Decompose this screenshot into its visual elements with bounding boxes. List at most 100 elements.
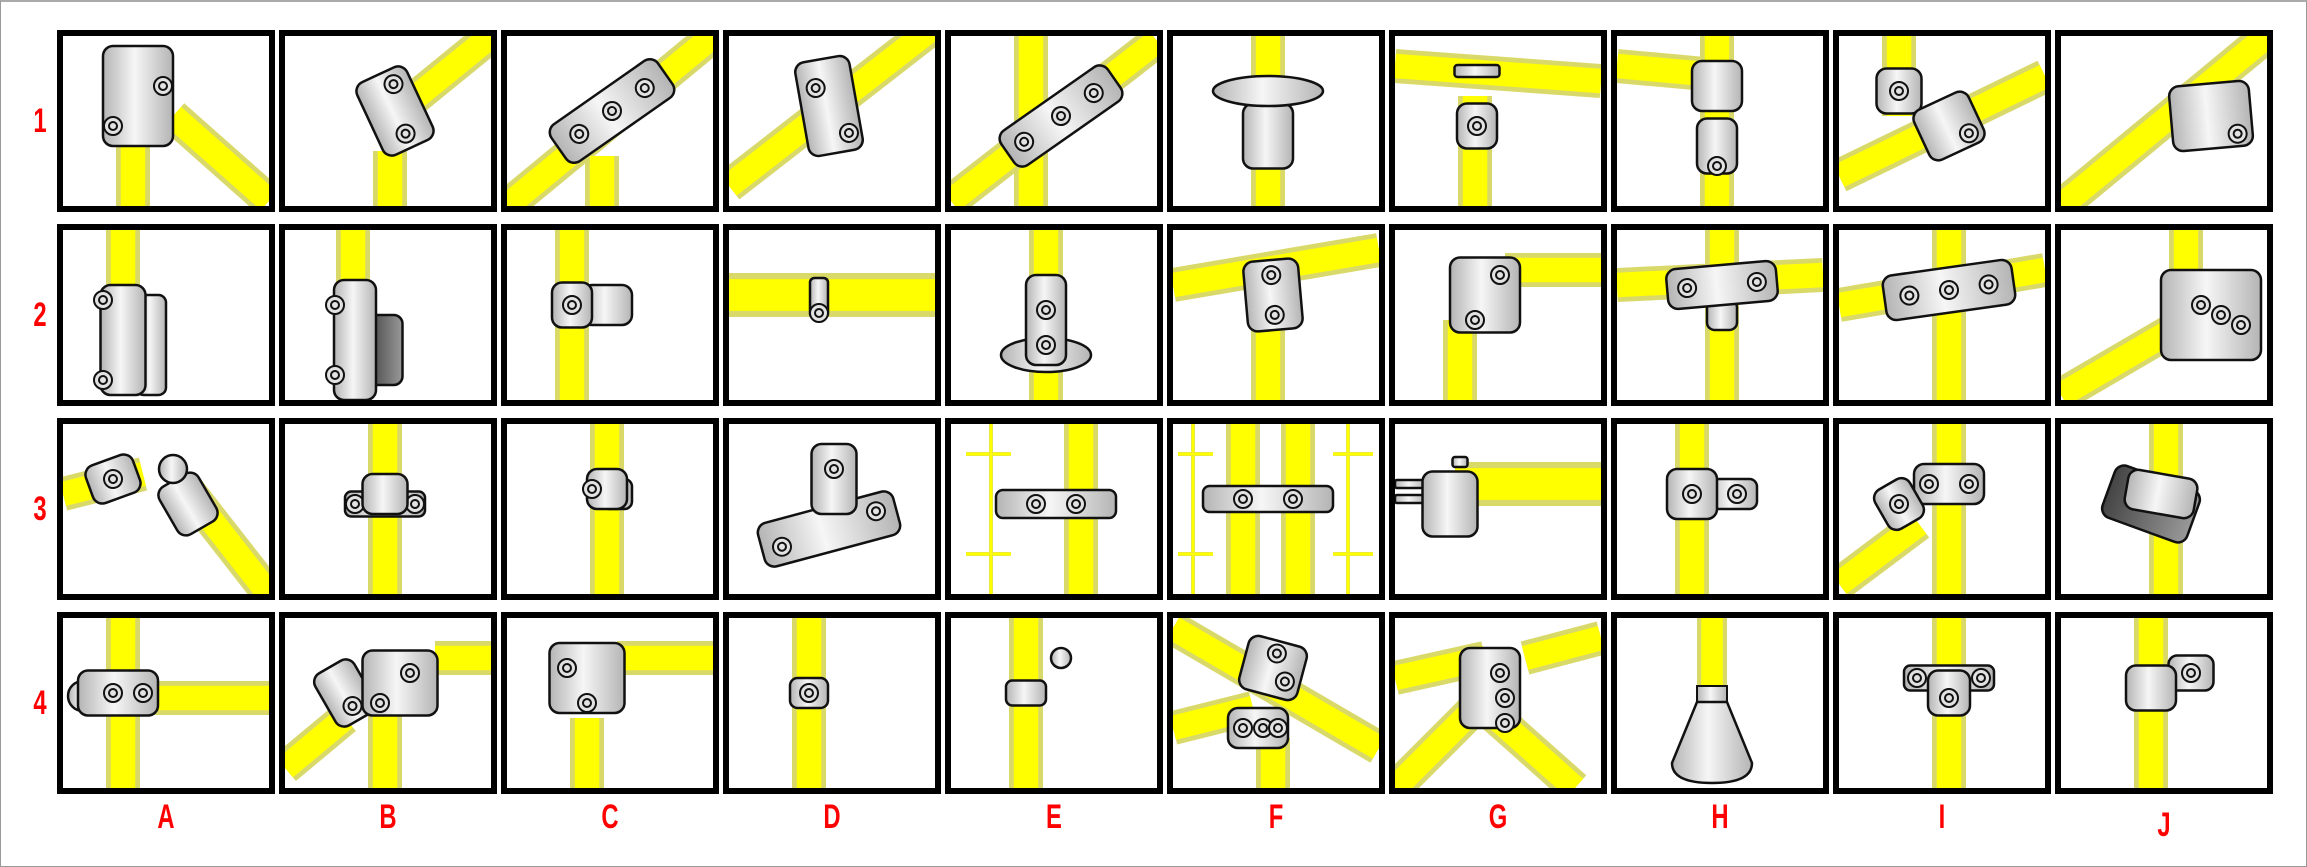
fitting bbox=[361, 649, 439, 717]
fitting-illustration bbox=[1839, 424, 1986, 594]
column-label-E: E bbox=[1046, 798, 1062, 836]
fitting-cell-G4 bbox=[1389, 612, 1607, 794]
bolt-icon bbox=[133, 683, 153, 703]
pipe bbox=[161, 103, 269, 206]
fitting-illustration bbox=[1839, 36, 2045, 192]
fitting-illustration bbox=[788, 618, 830, 788]
fitting-cell-D4 bbox=[723, 612, 941, 794]
bolt-icon bbox=[395, 123, 416, 144]
fitting-cell-F3 bbox=[1167, 418, 1385, 600]
bolt-icon bbox=[1066, 494, 1086, 514]
fitting-illustration bbox=[507, 36, 713, 206]
fitting-illustration bbox=[729, 273, 935, 323]
bolt-icon bbox=[1889, 81, 1909, 101]
fitting bbox=[355, 65, 435, 157]
bolt-icon bbox=[838, 122, 859, 143]
pipe bbox=[1520, 621, 1601, 675]
bolt-icon bbox=[1907, 668, 1927, 688]
bolt-icon bbox=[383, 74, 404, 95]
fitting-illustration bbox=[2061, 36, 2267, 206]
fitting bbox=[2159, 268, 2263, 362]
bolt-icon bbox=[93, 290, 113, 310]
fitting-illustration bbox=[285, 641, 491, 788]
fitting-cell-E2 bbox=[945, 224, 1163, 406]
pipe bbox=[285, 704, 356, 782]
bolt-icon bbox=[405, 494, 425, 514]
bolt-icon bbox=[1268, 718, 1288, 738]
column-label-G: G bbox=[1488, 798, 1508, 836]
fitting bbox=[1912, 462, 1986, 506]
fitting-cell-C2 bbox=[501, 224, 719, 406]
column-label-B: B bbox=[379, 798, 397, 836]
bolt-icon bbox=[93, 370, 113, 390]
bolt-icon bbox=[577, 693, 597, 713]
bolt-icon bbox=[1083, 83, 1104, 104]
fitting bbox=[361, 472, 409, 516]
fitting-cell-E3 bbox=[945, 418, 1163, 600]
fitting-cell-A3 bbox=[57, 418, 275, 600]
fitting bbox=[1453, 63, 1501, 79]
fitting-illustration bbox=[355, 36, 491, 206]
fitting bbox=[1665, 259, 1779, 311]
pipe bbox=[1839, 510, 1930, 594]
fitting bbox=[1242, 257, 1304, 333]
pipe bbox=[2061, 36, 2267, 206]
fitting-cell-C3 bbox=[501, 418, 719, 600]
fitting-illustration bbox=[66, 618, 269, 788]
flange bbox=[157, 453, 189, 485]
fitting bbox=[998, 64, 1124, 168]
fitting-illustration bbox=[1395, 455, 1601, 538]
bolt-icon bbox=[1495, 713, 1515, 733]
fitting-illustration bbox=[1173, 618, 1379, 788]
fitting-illustration bbox=[1211, 36, 1325, 206]
fitting-cell-H2 bbox=[1611, 224, 1829, 406]
row-label-2: 2 bbox=[33, 296, 47, 334]
bolt-icon bbox=[1026, 494, 1046, 514]
fitting-cell-I4 bbox=[1833, 612, 2051, 794]
bolt-icon bbox=[1233, 718, 1253, 738]
fitting-cell-C1 bbox=[501, 30, 719, 212]
fitting-illustration bbox=[999, 230, 1093, 400]
bolt-icon bbox=[1682, 484, 1702, 504]
bolt-icon bbox=[1036, 335, 1056, 355]
fitting bbox=[994, 488, 1118, 520]
fitting bbox=[1241, 102, 1295, 170]
fitting-illustration bbox=[966, 424, 1118, 594]
fitting-illustration bbox=[1173, 233, 1379, 400]
foot-cone bbox=[1670, 685, 1754, 785]
fitting-cell-A4 bbox=[57, 612, 275, 794]
bolt-icon bbox=[1051, 106, 1071, 126]
fitting bbox=[788, 676, 830, 710]
fitting-illustration bbox=[2061, 230, 2263, 400]
bolt-icon bbox=[342, 695, 363, 716]
fitting-cell-H4 bbox=[1611, 612, 1829, 794]
column-label-C: C bbox=[601, 798, 619, 836]
fitting bbox=[76, 669, 160, 717]
bolt-icon bbox=[824, 459, 844, 479]
fitting bbox=[1695, 117, 1739, 176]
fitting-illustration bbox=[93, 230, 168, 397]
bolt-icon bbox=[370, 693, 390, 713]
row-label-4: 4 bbox=[33, 684, 47, 722]
row-label-3: 3 bbox=[33, 490, 47, 528]
fitting-cell-J1 bbox=[2055, 30, 2273, 212]
bolt-icon bbox=[2211, 305, 2231, 325]
bolt-icon bbox=[562, 295, 582, 315]
bolt-icon bbox=[1261, 265, 1282, 286]
fitting-cell-G3 bbox=[1389, 418, 1607, 600]
fitting-illustration bbox=[1839, 230, 2045, 400]
fitting bbox=[2124, 664, 2178, 712]
bolt-icon bbox=[557, 658, 577, 678]
column-label-J: J bbox=[2157, 806, 2171, 844]
fitting-cell-I1 bbox=[1833, 30, 2051, 212]
bolt-icon bbox=[1727, 484, 1747, 504]
fitting bbox=[1690, 59, 1744, 113]
fitting-illustration bbox=[1670, 618, 1754, 785]
bolt-icon bbox=[1971, 668, 1991, 688]
bolt-icon bbox=[1939, 280, 1959, 300]
fitting bbox=[1912, 90, 1986, 162]
bolt-icon bbox=[866, 501, 887, 522]
fitting bbox=[1455, 102, 1499, 150]
fitting-illustration bbox=[2100, 424, 2202, 594]
fitting bbox=[582, 467, 629, 511]
